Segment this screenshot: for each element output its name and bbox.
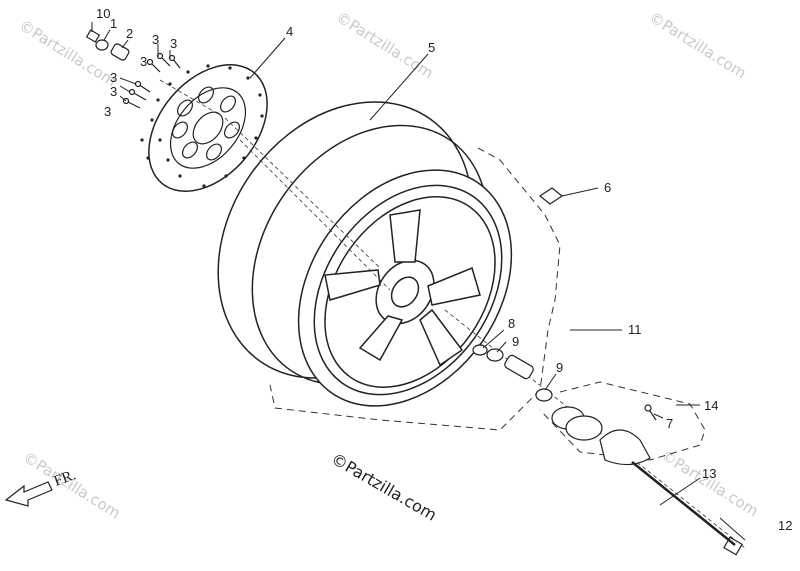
callout-labels: 10 1 2 3 3 3 3 3 3 4 5 6 7 8 9 9 11 12 1…	[96, 6, 792, 533]
watermark-faint: ©Partzilla.com	[20, 448, 124, 522]
front-direction-indicator: FR.	[4, 467, 78, 507]
callout-13: 13	[702, 466, 716, 481]
callout-7: 7	[666, 416, 673, 431]
callout-1: 1	[110, 16, 117, 31]
watermark-faint: ©Partzilla.com	[16, 16, 120, 90]
assembly-outline	[269, 147, 706, 461]
callout-2: 2	[126, 26, 133, 41]
callout-8: 8	[508, 316, 515, 331]
callout-12: 12	[778, 518, 792, 533]
callout-10: 10	[96, 6, 110, 21]
callout-3: 3	[140, 54, 147, 69]
callout-5: 5	[428, 40, 435, 55]
callout-9: 9	[512, 334, 519, 349]
axle	[631, 461, 736, 546]
front-label: FR.	[52, 467, 78, 490]
hardware	[85, 29, 743, 556]
callout-3: 3	[104, 104, 111, 119]
callout-3: 3	[110, 70, 117, 85]
direction-arrow-icon	[4, 481, 53, 507]
watermark-faint: ©Partzilla.com	[333, 8, 437, 82]
callout-11: 11	[628, 322, 642, 337]
callout-14: 14	[704, 398, 718, 413]
callout-6: 6	[604, 180, 611, 195]
callout-4: 4	[286, 24, 293, 39]
callout-3: 3	[110, 84, 117, 99]
brake-disc	[140, 64, 268, 192]
watermark-faint: ©Partzilla.com	[646, 8, 750, 82]
wheel-rim	[297, 169, 513, 407]
leader-lines	[91, 22, 746, 541]
watermark-faint: ©Partzilla.com	[658, 446, 762, 520]
watermark-main: ©Partzilla.com	[328, 449, 440, 525]
callout-3: 3	[152, 32, 159, 47]
callout-3: 3	[170, 36, 177, 51]
callout-9: 9	[556, 360, 563, 375]
